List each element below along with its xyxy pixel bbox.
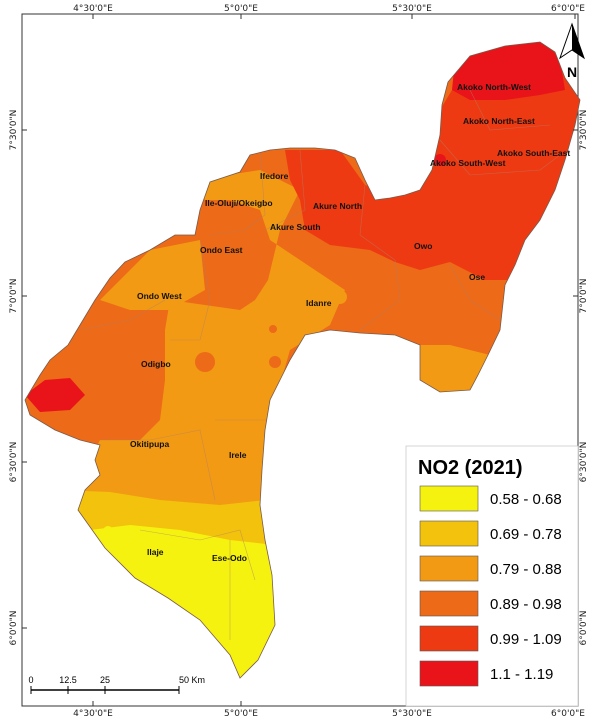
legend: NO2 (2021) 0.58 - 0.68 0.69 - 0.78 0.79 - …	[405, 445, 579, 707]
legend-swatch	[419, 555, 479, 582]
bottom-tick-label: 4°30'0"E	[73, 709, 113, 719]
scale-tick-label: 12.5	[59, 675, 77, 685]
left-tick-label: 6°0'0"N	[9, 610, 19, 645]
legend-swatch	[419, 485, 479, 512]
right-tick-label: 7°0'0"N	[579, 278, 589, 313]
legend-swatch	[419, 520, 479, 547]
lga-label-ilaje: Ilaje	[147, 547, 164, 557]
scale-tick-label: 25	[100, 675, 110, 685]
legend-swatch	[419, 660, 479, 687]
lga-label-ondo-east: Ondo East	[200, 245, 243, 255]
legend-swatch	[419, 625, 479, 652]
legend-items: 0.58 - 0.68 0.69 - 0.78 0.79 - 0.88 0.89 - …	[419, 485, 562, 687]
scale-tick-label: 50 Km	[179, 675, 205, 685]
lga-label-okitipupa: Okitipupa	[130, 439, 169, 449]
legend-label: 0.69 - 0.78	[490, 526, 562, 543]
right-tick-label: 7°30'0"N	[579, 110, 589, 151]
lga-label-akoko-south-west: Akoko South-West	[430, 158, 506, 168]
top-tick-label: 4°30'0"E	[73, 4, 113, 14]
legend-label: 0.89 - 0.98	[490, 596, 562, 613]
top-axis-labels: 4°30'0"E 5°0'0"E 5°30'0"E 6°0'0"E	[73, 4, 585, 14]
class-0-79-0-88-spot3	[269, 356, 281, 368]
lga-label-akure-north: Akure North	[313, 201, 362, 211]
class-0-79-0-88-spot5	[239, 434, 251, 446]
right-tick-label: 6°0'0"N	[579, 610, 589, 645]
north-arrow: N	[559, 22, 585, 80]
left-tick-label: 7°0'0"N	[9, 278, 19, 313]
class-0-79-0-88-spot2	[195, 352, 215, 372]
class-1-1-1-19-west	[25, 378, 85, 412]
class-0-79-0-88-spot1	[333, 290, 347, 304]
lga-label-akoko-north-east: Akoko North-East	[463, 116, 535, 126]
top-tick-label: 5°0'0"E	[224, 4, 258, 14]
class-1-1-1-19-peak	[452, 42, 565, 100]
bottom-tick-label: 5°0'0"E	[224, 709, 258, 719]
lga-label-akoko-south-east: Akoko South-East	[497, 148, 570, 158]
lga-labels: Akoko North-West Akoko North-East Akoko …	[130, 82, 570, 563]
bottom-tick-label: 6°0'0"E	[551, 709, 585, 719]
legend-label: 0.79 - 0.88	[490, 561, 562, 578]
lga-label-idanre: Idanre	[306, 298, 332, 308]
legend-label: 0.99 - 1.09	[490, 631, 562, 648]
lga-boundaries	[79, 89, 561, 640]
class-0-79-0-88-spot4	[269, 325, 277, 333]
lga-label-ondo-west: Ondo West	[137, 291, 182, 301]
top-tick-label: 5°30'0"E	[392, 4, 432, 14]
lga-label-ile-oluji-okeigbo: Ile-Oluji/Okeigbo	[205, 198, 273, 208]
lga-label-owo: Owo	[414, 241, 432, 251]
left-tick-label: 7°30'0"N	[9, 110, 19, 151]
lga-label-odigbo: Odigbo	[141, 359, 171, 369]
lga-label-akure-south: Akure South	[270, 222, 321, 232]
class-0-99-1-09-spot	[434, 154, 446, 166]
class-0-79-0-88-west	[100, 240, 205, 310]
right-tick-label: 6°30'0"N	[579, 442, 589, 483]
scale-tick-label: 0	[28, 675, 33, 685]
lga-label-ose: Ose	[469, 272, 485, 282]
scale-bar: 0 12.5 25 50 Km	[28, 675, 205, 694]
legend-label: 1.1 - 1.19	[490, 666, 553, 683]
right-axis-labels: 7°30'0"N 7°0'0"N 6°30'0"N 6°0'0"N	[579, 110, 589, 646]
bottom-axis-labels: 4°30'0"E 5°0'0"E 5°30'0"E 6°0'0"E	[73, 709, 585, 719]
bottom-tick-label: 5°30'0"E	[392, 709, 432, 719]
north-arrow-label: N	[567, 64, 577, 80]
class-0-79-0-88-zone	[80, 170, 345, 520]
class-0-79-0-88-east	[415, 345, 490, 395]
lga-label-irele: Irele	[229, 450, 247, 460]
legend-label: 0.58 - 0.68	[490, 491, 562, 508]
legend-title: NO2 (2021)	[418, 457, 523, 479]
lga-label-akoko-north-west: Akoko North-West	[457, 82, 531, 92]
legend-swatch	[419, 590, 479, 617]
lga-label-ese-odo: Ese-Odo	[212, 553, 247, 563]
left-axis-labels: 7°30'0"N 7°0'0"N 6°30'0"N 6°0'0"N	[9, 110, 19, 646]
left-tick-label: 6°30'0"N	[9, 442, 19, 483]
state-outline	[24, 41, 581, 679]
lga-label-ifedore: Ifedore	[260, 171, 289, 181]
class-0-69-0-78-spot	[103, 526, 113, 536]
top-tick-label: 6°0'0"E	[551, 4, 585, 14]
